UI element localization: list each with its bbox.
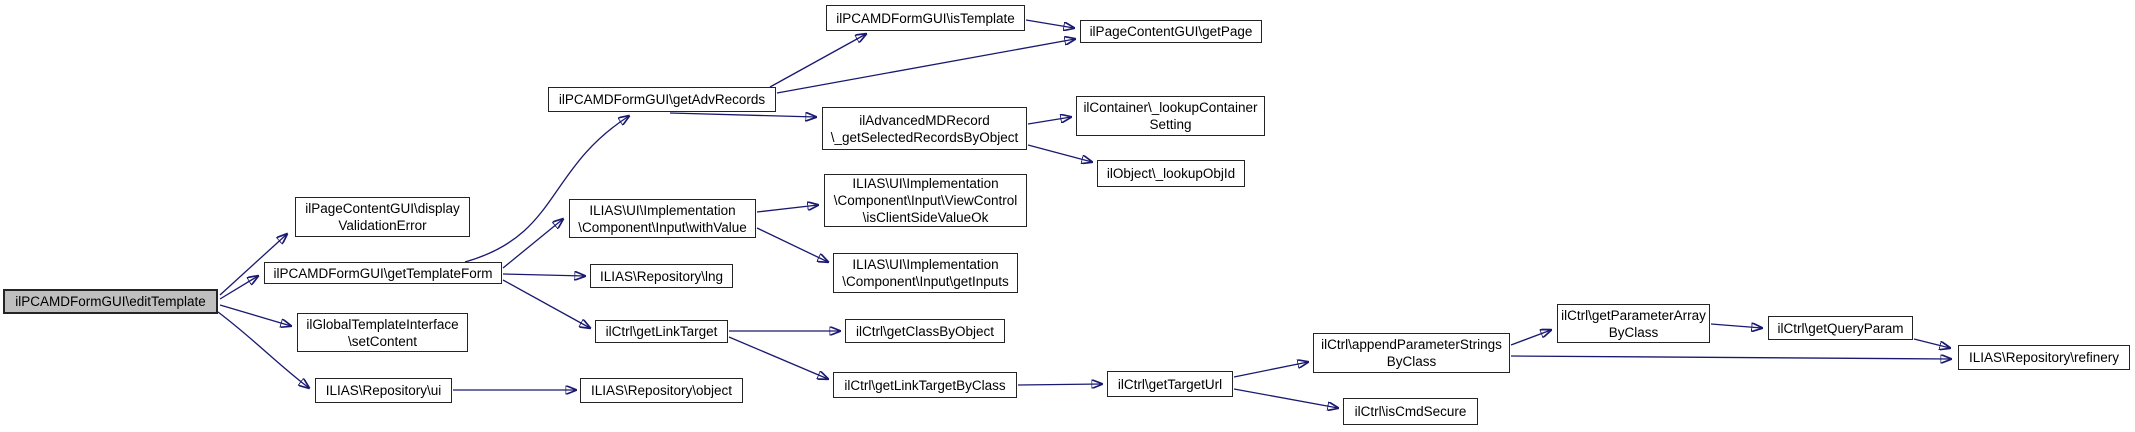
node-label-line: ByClass [1386, 354, 1437, 369]
edge-getTemplateForm-withValue [502, 219, 563, 269]
edge-editTemplate-repositoryUi [217, 311, 309, 388]
node-label-line: ilPCAMDFormGUI\getTemplateForm [273, 265, 493, 281]
node-with-value[interactable]: ILIAS\UI\Implementation \Component\Input… [569, 199, 756, 238]
node-is-client-side-value-ok[interactable]: ILIAS\UI\Implementation \Component\Input… [824, 174, 1027, 227]
node-label-line: ILIAS\UI\Implementation [589, 202, 736, 218]
node-label-line: \Component\Input\withValue [578, 219, 747, 235]
edge-appendParameterStringsByClass-getParameterArrayByClass [1510, 330, 1551, 346]
edge-isTemplate-getPage [1025, 19, 1074, 28]
edge-getParameterArrayByClass-getQueryParam [1710, 324, 1762, 328]
node-label-line: Setting [1149, 117, 1192, 132]
edge-getQueryParam-repositoryRefinery [1913, 338, 1950, 348]
node-get-class-by-object[interactable]: ilCtrl\getClassByObject [845, 319, 1005, 343]
edge-withValue-getInputs [756, 227, 828, 262]
edge-getTemplateForm-getAdvRecords [464, 116, 629, 263]
node-get-parameter-array-by-class[interactable]: ilCtrl\getParameterArray ByClass [1557, 304, 1710, 343]
node-repository-object[interactable]: ILIAS\Repository\object [580, 378, 743, 403]
edge-getTargetUrl-isCmdSecure [1233, 388, 1338, 408]
node-is-template[interactable]: ilPCAMDFormGUI\isTemplate [826, 5, 1025, 31]
node-edit-template[interactable]: ilPCAMDFormGUI\editTemplate [3, 289, 218, 314]
node-get-query-param[interactable]: ilCtrl\getQueryParam [1768, 316, 1913, 340]
node-label-line: ILIAS\UI\Implementation [852, 176, 999, 191]
node-label-line: ILIAS\Repository\lng [599, 268, 724, 284]
node-repository-lng[interactable]: ILIAS\Repository\lng [590, 264, 733, 288]
node-lookup-container-setting[interactable]: ilContainer\_lookupContainer Setting [1076, 96, 1265, 136]
node-label-line: ilCtrl\appendParameterStrings [1321, 337, 1502, 352]
node-label-line: ilAdvancedMDRecord [859, 112, 990, 128]
node-label-line: ilPCAMDFormGUI\getAdvRecords [558, 92, 766, 107]
node-repository-refinery[interactable]: ILIAS\Repository\refinery [1958, 345, 2130, 370]
edge-editTemplate-getTemplateForm [219, 276, 258, 300]
node-is-cmd-secure[interactable]: ilCtrl\isCmdSecure [1343, 398, 1478, 425]
node-label-line: ilCtrl\getLinkTargetByClass [844, 377, 1006, 393]
node-get-selected-records-by-object[interactable]: ilAdvancedMDRecord \_getSelectedRecordsB… [822, 107, 1027, 150]
edge-getLinkTargetByClass-getTargetUrl [1017, 384, 1102, 385]
node-label-line: ilPageContentGUI\getPage [1089, 24, 1253, 39]
node-get-template-form[interactable]: ilPCAMDFormGUI\getTemplateForm [264, 262, 502, 284]
node-get-link-target-by-class[interactable]: ilCtrl\getLinkTargetByClass [833, 372, 1017, 398]
node-get-page[interactable]: ilPageContentGUI\getPage [1080, 20, 1262, 43]
node-label-line: ilCtrl\getQueryParam [1777, 320, 1904, 336]
edge-getAdvRecords-isTemplate [769, 34, 866, 88]
node-label-line: ilCtrl\getParameterArray [1561, 307, 1706, 323]
node-append-parameter-strings-by-class[interactable]: ilCtrl\appendParameterStrings ByClass [1313, 333, 1510, 373]
node-set-content[interactable]: ilGlobalTemplateInterface \setContent [297, 313, 468, 352]
node-get-inputs[interactable]: ILIAS\UI\Implementation \Component\Input… [833, 253, 1018, 293]
node-label-line: \_getSelectedRecordsByObject [830, 129, 1019, 145]
node-label-line: ILIAS\Repository\ui [325, 383, 442, 398]
node-label-line: ilCtrl\getLinkTarget [605, 324, 718, 339]
edge-getTemplateForm-getLinkTarget [502, 279, 590, 328]
edge-editTemplate-setContent [219, 304, 291, 326]
node-label-line: \setContent [347, 333, 418, 349]
node-label-line: ilPageContentGUI\display [305, 201, 460, 216]
edge-getTemplateForm-repositoryLng [502, 274, 585, 276]
node-label-line: ILIAS\Repository\refinery [1968, 350, 2120, 365]
node-label-line: ILIAS\UI\Implementation [852, 257, 999, 272]
node-label-line: ilContainer\_lookupContainer [1083, 100, 1258, 115]
edge-appendParameterStringsByClass-repositoryRefinery [1510, 356, 1951, 359]
node-label-line: ValidationError [338, 218, 427, 233]
edge-getAdvRecords-getPage [776, 39, 1075, 94]
node-label-line: ByClass [1608, 324, 1659, 340]
edge-getAdvRecords-getSelectedRecordsByObject [669, 113, 816, 117]
node-label-line: \Component\Input\getInputs [842, 274, 1009, 289]
node-get-adv-records[interactable]: ilPCAMDFormGUI\getAdvRecords [548, 87, 776, 112]
edge-getSelectedRecordsByObject-lookupObjId [1027, 144, 1092, 162]
node-label-line: ilObject\_lookupObjId [1106, 166, 1236, 181]
node-label-line: ilPCAMDFormGUI\editTemplate [15, 294, 206, 309]
edge-getSelectedRecordsByObject-lookupContainerSetting [1027, 117, 1071, 125]
node-label-line: ilCtrl\getClassByObject [855, 323, 995, 339]
node-get-link-target[interactable]: ilCtrl\getLinkTarget [595, 320, 728, 343]
node-get-target-url[interactable]: ilCtrl\getTargetUrl [1107, 371, 1233, 397]
node-label-line: ilGlobalTemplateInterface [306, 316, 459, 332]
node-label-line: ilPCAMDFormGUI\isTemplate [836, 10, 1015, 26]
node-label-line: ILIAS\Repository\object [590, 383, 733, 398]
node-label-line: \isClientSideValueOk [862, 210, 989, 225]
node-lookup-obj-id[interactable]: ilObject\_lookupObjId [1097, 160, 1245, 187]
edge-withValue-isClientSideValueOk [756, 205, 818, 213]
node-label-line: ilCtrl\getTargetUrl [1117, 376, 1223, 392]
node-label-line: ilCtrl\isCmdSecure [1354, 404, 1467, 419]
edge-getLinkTarget-getLinkTargetByClass [728, 336, 828, 379]
node-label-line: \Component\Input\ViewControl [833, 193, 1018, 208]
edge-getTargetUrl-appendParameterStringsByClass [1233, 362, 1308, 378]
node-display-validation-error[interactable]: ilPageContentGUI\display ValidationError [295, 197, 470, 237]
node-repository-ui[interactable]: ILIAS\Repository\ui [315, 378, 452, 403]
